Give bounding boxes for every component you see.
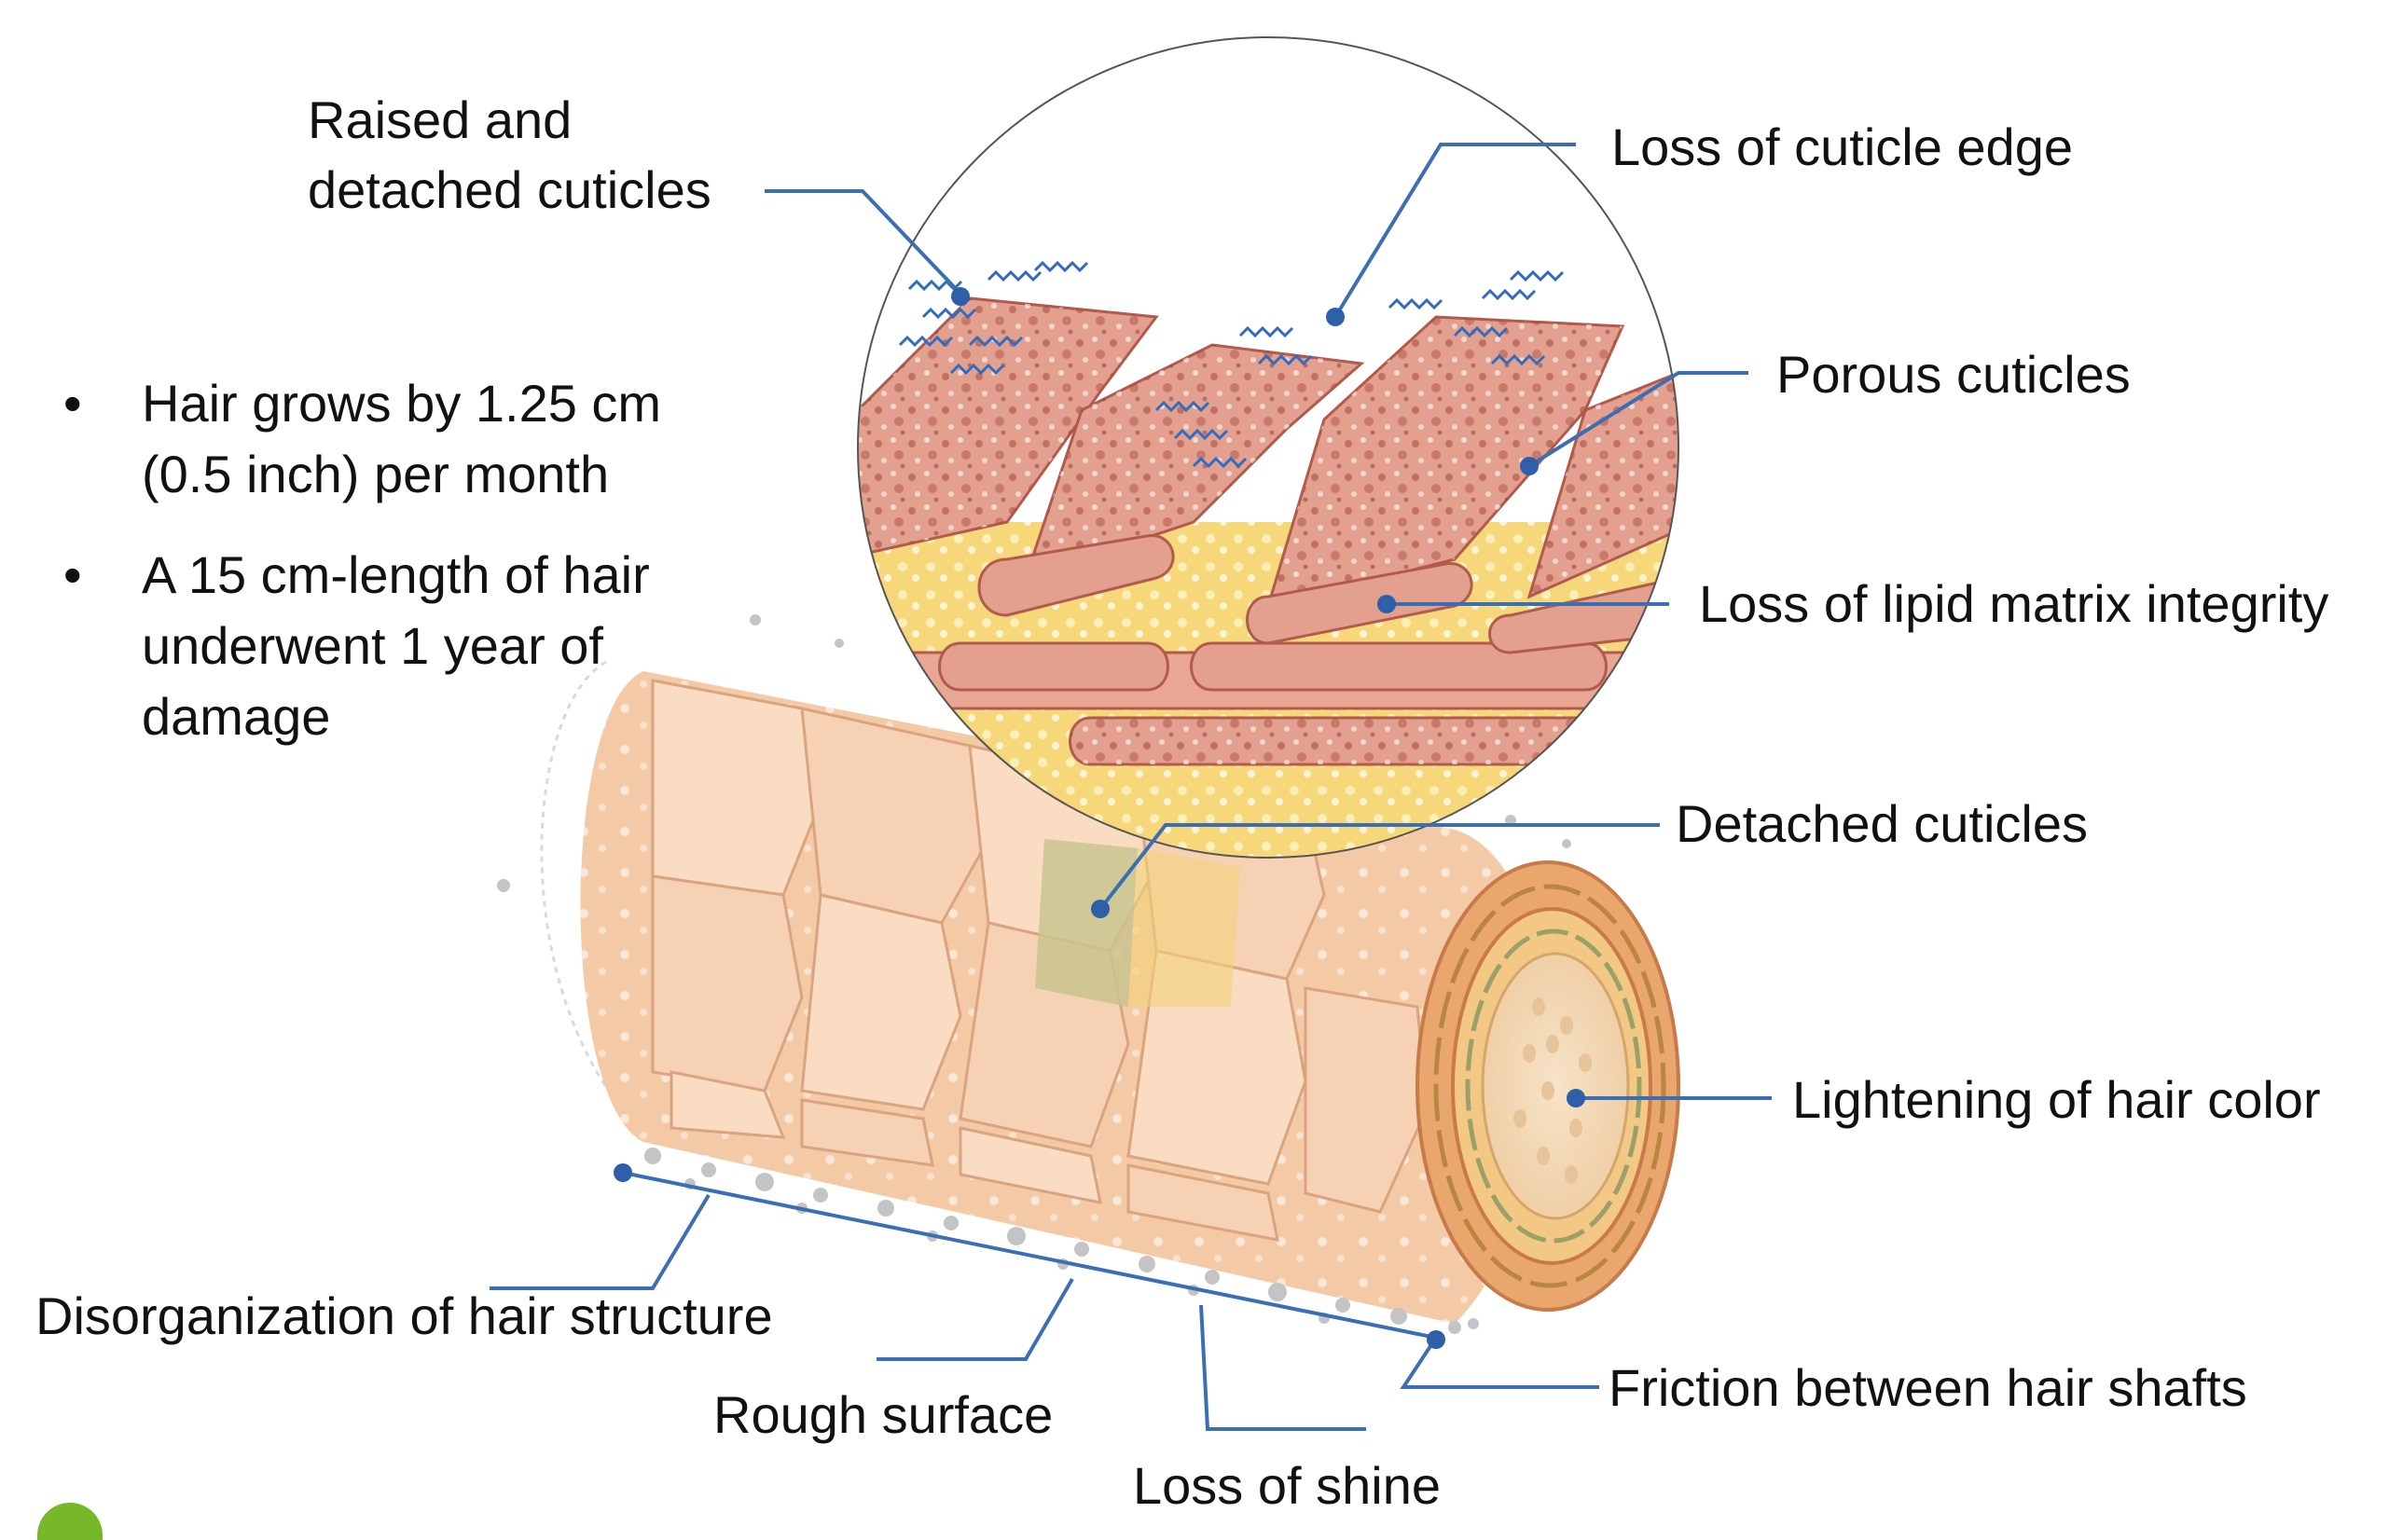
leader-rough (877, 1277, 1074, 1361)
cuticle-layers (858, 296, 1678, 654)
growth-facts-list: • Hair grows by 1.25 cm (0.5 inch) per m… (56, 368, 765, 782)
leader-raised-detached (765, 189, 962, 296)
leader-shine-drop (1199, 1304, 1366, 1431)
leader-detached (1098, 823, 1660, 911)
label-detached-cuticles-line2: detached cuticles (308, 160, 711, 219)
bullet-dot: • (63, 374, 82, 433)
label-lightening-of-hair-color: Lightening of hair color (1792, 1070, 2321, 1129)
leader-cuticle-edge (1333, 143, 1576, 319)
label-loss-of-lipid-matrix: Loss of lipid matrix integrity (1699, 574, 2329, 633)
detached-cuticle-patch (1035, 839, 1138, 1007)
label-porous-cuticles: Porous cuticles (1776, 345, 2131, 404)
label-friction: Friction between hair shafts (1609, 1358, 2247, 1417)
leader-disorganization (490, 1193, 711, 1290)
label-raised-and: Raised and (308, 90, 573, 149)
label-loss-of-shine: Loss of shine (1133, 1456, 1441, 1515)
hair-shaft-faded-end (540, 660, 655, 1144)
bullet-dot: • (63, 545, 82, 604)
leader-friction (1400, 1336, 1599, 1389)
label-detached-cuticles: Detached cuticles (1676, 794, 2089, 853)
label-rough-surface: Rough surface (713, 1385, 1054, 1444)
growth-fact-item: • A 15 cm-length of hair underwent 1 yea… (56, 540, 765, 752)
growth-fact-text: Hair grows by 1.25 cm (0.5 inch) per mon… (142, 374, 662, 503)
zoom-circle-outline (857, 36, 1679, 859)
leader-dots (614, 287, 1585, 1349)
leader-shine-line (622, 1171, 1437, 1340)
label-disorganization: Disorganization of hair structure (35, 1286, 773, 1345)
label-loss-of-cuticle-edge: Loss of cuticle edge (1611, 117, 2073, 176)
leader-lines (490, 143, 1772, 1431)
leader-porous (1527, 371, 1748, 468)
moisture-loss-waves (898, 260, 1565, 469)
growth-fact-item: • Hair grows by 1.25 cm (0.5 inch) per m… (56, 368, 765, 510)
growth-fact-text: A 15 cm-length of hair underwent 1 year … (142, 545, 650, 746)
hair-cross-section (1415, 860, 1680, 1312)
